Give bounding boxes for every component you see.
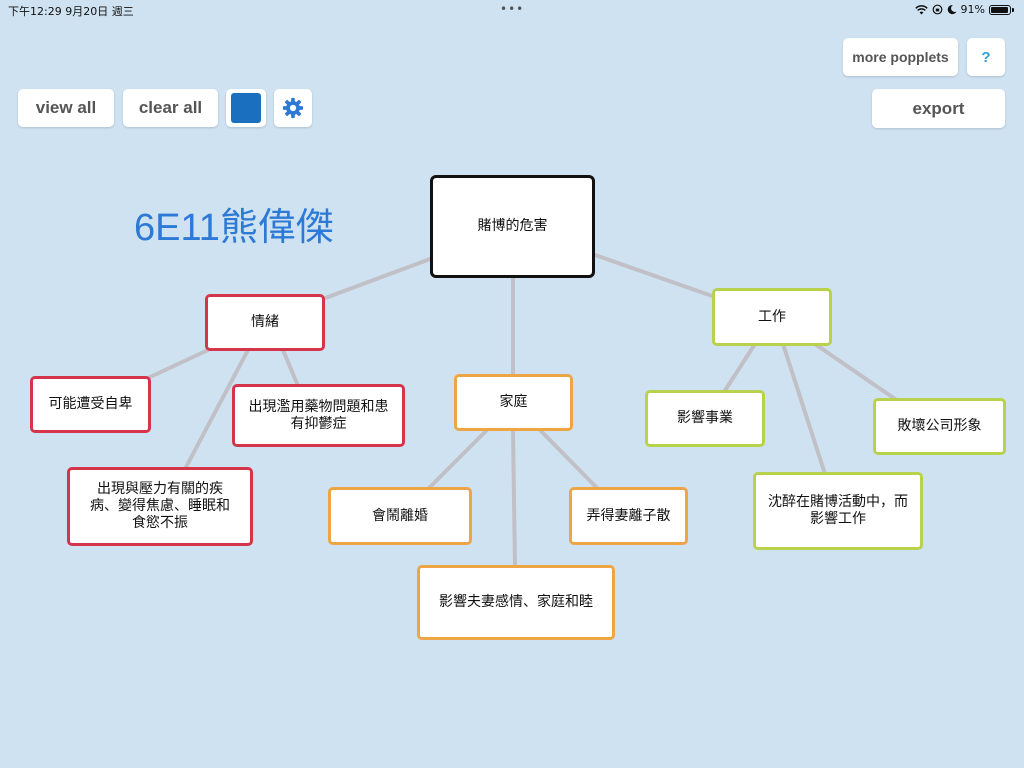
view-all-button[interactable]: view all — [18, 89, 114, 127]
node-family-break[interactable]: 弄得妻離子散 — [569, 487, 688, 545]
link-family-break — [538, 428, 600, 491]
color-swatch-button[interactable] — [226, 89, 266, 127]
node-root[interactable]: 賭博的危害 — [430, 175, 595, 278]
status-bar: 下午12:29 9月20日 週三 ••• 91% — [0, 0, 1024, 20]
link-root-work — [593, 253, 717, 299]
help-button[interactable]: ? — [967, 38, 1005, 76]
link-root-emotion — [318, 257, 432, 302]
link-family-divorce — [426, 428, 489, 491]
clear-all-button[interactable]: clear all — [123, 89, 218, 127]
link-emotion-stress — [183, 348, 250, 471]
color-swatch-fill — [231, 93, 261, 123]
node-emotion-drugs[interactable]: 出現濫用藥物問題和患有抑鬱症 — [232, 384, 405, 447]
node-work-image[interactable]: 敗壞公司形象 — [873, 398, 1006, 455]
node-family-relation[interactable]: 影響夫妻感情、家庭和睦 — [417, 565, 615, 640]
popplet-title[interactable]: 6E11熊偉傑 — [134, 207, 334, 249]
node-work-addicted[interactable]: 沈醉在賭博活動中，而影響工作 — [753, 472, 923, 550]
gear-icon — [282, 97, 304, 119]
node-family-divorce[interactable]: 會鬧離婚 — [328, 487, 472, 545]
link-work-image — [813, 342, 900, 403]
battery-tip — [1012, 7, 1014, 12]
node-emotion[interactable]: 情緒 — [205, 294, 325, 351]
orientation-lock-icon — [932, 4, 942, 15]
link-work-addicted — [781, 342, 827, 476]
link-work-career — [722, 342, 757, 394]
multitasking-dots-icon[interactable]: ••• — [500, 2, 525, 16]
moon-icon — [947, 4, 957, 15]
link-emotion-drugs — [281, 348, 300, 388]
status-indicators: 91% — [914, 3, 1014, 16]
settings-button[interactable] — [274, 89, 312, 127]
node-emotion-stress[interactable]: 出現與壓力有關的疾病、變得焦慮、睡眠和食慾不振 — [67, 467, 253, 546]
status-time-date: 下午12:29 9月20日 週三 — [8, 5, 134, 18]
more-popplets-button[interactable]: more popplets — [843, 38, 958, 76]
battery-icon — [989, 4, 1011, 15]
export-button[interactable]: export — [872, 89, 1005, 128]
link-family-relation — [511, 428, 517, 569]
link-emotion-inferior — [146, 348, 210, 380]
wifi-icon — [914, 4, 928, 14]
node-family[interactable]: 家庭 — [454, 374, 573, 431]
node-emotion-inferior[interactable]: 可能遭受自卑 — [30, 376, 151, 433]
node-work-career[interactable]: 影響事業 — [645, 390, 765, 447]
node-work[interactable]: 工作 — [712, 288, 832, 346]
battery-percent: 91% — [960, 3, 985, 16]
